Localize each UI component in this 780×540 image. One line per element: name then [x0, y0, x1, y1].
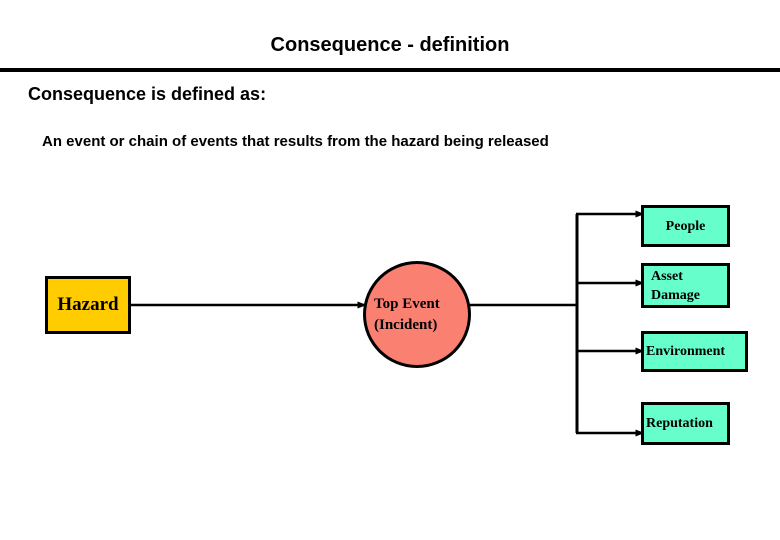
- node-consequence-asset-damage-line1: Asset: [651, 268, 683, 284]
- node-hazard[interactable]: Hazard: [45, 276, 131, 334]
- page-title: Consequence - definition: [270, 34, 510, 56]
- node-consequence-people-label: People: [665, 218, 706, 234]
- node-consequence-environment[interactable]: Environment: [641, 331, 748, 372]
- title-divider: [0, 68, 780, 72]
- node-top-event[interactable]: Top Event (Incident): [363, 261, 471, 368]
- node-consequence-asset-damage-line2: Damage: [651, 287, 700, 303]
- node-consequence-reputation-label: Reputation: [646, 416, 713, 431]
- node-hazard-label: Hazard: [57, 294, 119, 315]
- node-top-event-line2: (Incident): [374, 316, 438, 333]
- lead-text: Consequence is defined as:: [28, 84, 267, 104]
- node-consequence-reputation[interactable]: Reputation: [641, 402, 730, 445]
- node-top-event-line1: Top Event: [374, 295, 440, 312]
- node-consequence-asset-damage[interactable]: Asset Damage: [641, 263, 730, 308]
- node-consequence-environment-label: Environment: [646, 344, 726, 359]
- node-consequence-people[interactable]: People: [641, 205, 730, 247]
- definition-text: An event or chain of events that results…: [42, 133, 549, 150]
